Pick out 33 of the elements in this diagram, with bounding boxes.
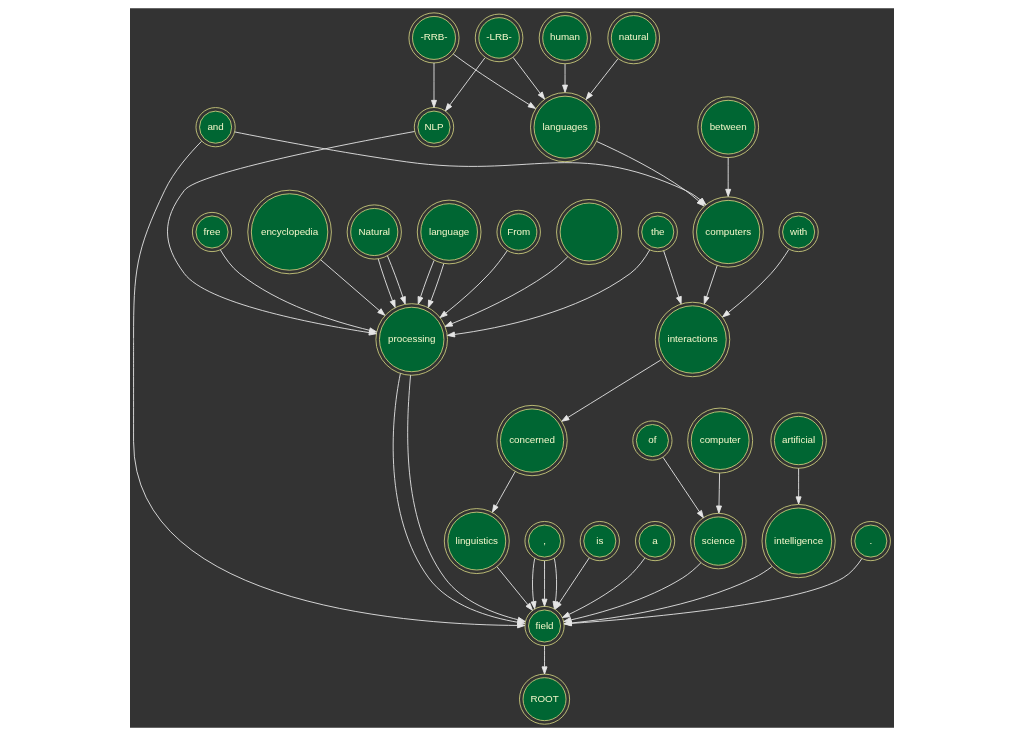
arrow [562, 63, 568, 93]
node-circle: -RRB- [408, 12, 460, 64]
arrow [431, 62, 437, 108]
arrow [377, 258, 396, 308]
arrow [427, 263, 445, 308]
arrow [445, 57, 486, 112]
arrow [530, 557, 537, 610]
arrow [703, 265, 718, 305]
arrow [725, 157, 732, 197]
arrow [496, 566, 533, 611]
arrow [561, 557, 646, 618]
arrow [716, 472, 722, 514]
arrow [444, 256, 569, 327]
arrow [561, 359, 662, 422]
node-circle: free [191, 211, 233, 253]
arrow [663, 250, 682, 305]
arrow [387, 255, 406, 305]
arrow [447, 249, 651, 338]
arrow [541, 560, 548, 607]
arrow [795, 467, 802, 505]
arrow [320, 259, 386, 316]
arrow [512, 56, 545, 100]
arrow [662, 456, 704, 519]
node-circle: -LRB- [474, 13, 524, 63]
arrow [452, 53, 536, 109]
arrow [541, 645, 548, 675]
arrow [492, 471, 516, 513]
arrow [439, 250, 508, 319]
node-circle: human [538, 11, 592, 65]
arrow [585, 58, 619, 100]
arrow [417, 259, 435, 305]
arrow [722, 249, 790, 318]
node-circle: language [416, 199, 482, 265]
